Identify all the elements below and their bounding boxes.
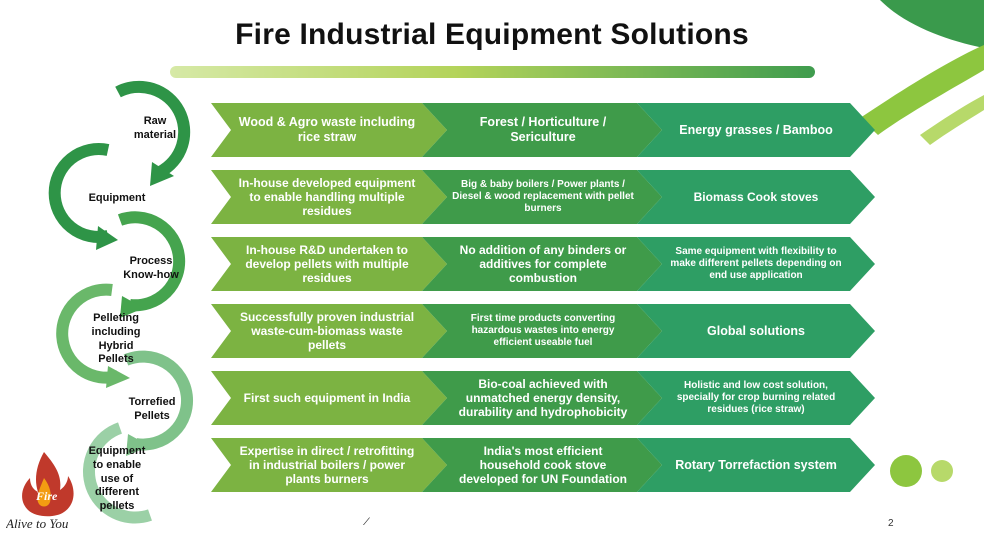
stage-label-torrefied-pellets: Torrefied Pellets	[128, 396, 176, 422]
cycle-arrow-6	[83, 422, 152, 524]
cycle-arrow-5	[123, 350, 194, 451]
cycle-arrow-2	[48, 143, 110, 243]
row5-col2-chevron: Bio-coal achieved with unmatched energy …	[422, 371, 662, 425]
row4-col1-chevron: Successfully proven industrial waste-cum…	[211, 304, 447, 358]
row6-col2-chevron: India's most efficient household cook st…	[422, 438, 662, 492]
row3-col1-chevron: In-house R&D undertaken to develop pelle…	[211, 237, 447, 291]
cycle-arrow-4	[56, 283, 120, 384]
row1-col3-chevron: Energy grasses / Bamboo	[637, 103, 875, 157]
row6-col3-chevron: Rotary Torrefaction system	[637, 438, 875, 492]
arrowhead-1	[150, 162, 174, 186]
row5-col1-chevron: First such equipment in India	[211, 371, 447, 425]
deco-circle-large	[890, 455, 922, 487]
corner-swoosh-lime	[860, 45, 984, 135]
page-title: Fire Industrial Equipment Solutions	[235, 18, 749, 51]
cycle-arrow-3	[117, 211, 186, 312]
flame-logo-icon: Fire Alive to You	[5, 452, 74, 531]
row2-col1-chevron: In-house developed equipment to enable h…	[211, 170, 447, 224]
stage-label-equipment: Equipment	[88, 192, 146, 204]
cycle-arrow-1	[115, 80, 191, 178]
stage-label-equipment-pellets: Equipment to enable use of different pel…	[88, 445, 146, 512]
arrowhead-4	[106, 366, 130, 388]
row3-col2-chevron: No addition of any binders or additives …	[422, 237, 662, 291]
row6-col1-chevron: Expertise in direct / retrofitting in in…	[211, 438, 447, 492]
page-number: 2	[888, 518, 894, 529]
arrowhead-3	[120, 296, 144, 318]
footer-mark: ⁄	[366, 516, 368, 528]
stage-label-process-know-how: Process Know-how	[123, 255, 179, 281]
fire-logo: Fire Alive to You	[5, 448, 86, 537]
row4-col2-chevron: First time products converting hazardous…	[422, 304, 662, 358]
row1-col1-chevron: Wood & Agro waste including rice straw	[211, 103, 447, 157]
title-underline-bar	[170, 66, 815, 78]
row2-col3-chevron: Biomass Cook stoves	[637, 170, 875, 224]
row1-col2-chevron: Forest / Horticulture / Sericulture	[422, 103, 662, 157]
svg-text:Alive to You: Alive to You	[6, 516, 69, 531]
row2-col2-chevron: Big & baby boilers / Power plants / Dies…	[422, 170, 662, 224]
row3-col3-chevron: Same equipment with flexibility to make …	[637, 237, 875, 291]
stage-label-raw-material: Raw material	[133, 115, 177, 141]
corner-swoosh-dark	[880, 0, 984, 48]
arrowhead-5	[126, 434, 150, 456]
row4-col3-chevron: Global solutions	[637, 304, 875, 358]
row5-col3-chevron: Holistic and low cost solution, speciall…	[637, 371, 875, 425]
arrowhead-2	[96, 226, 118, 250]
svg-text:Fire: Fire	[35, 489, 58, 503]
stage-label-pelleting: Pelleting including Hybrid Pellets	[91, 312, 141, 366]
corner-swoosh-light	[920, 95, 984, 145]
deco-circle-small	[931, 460, 953, 482]
